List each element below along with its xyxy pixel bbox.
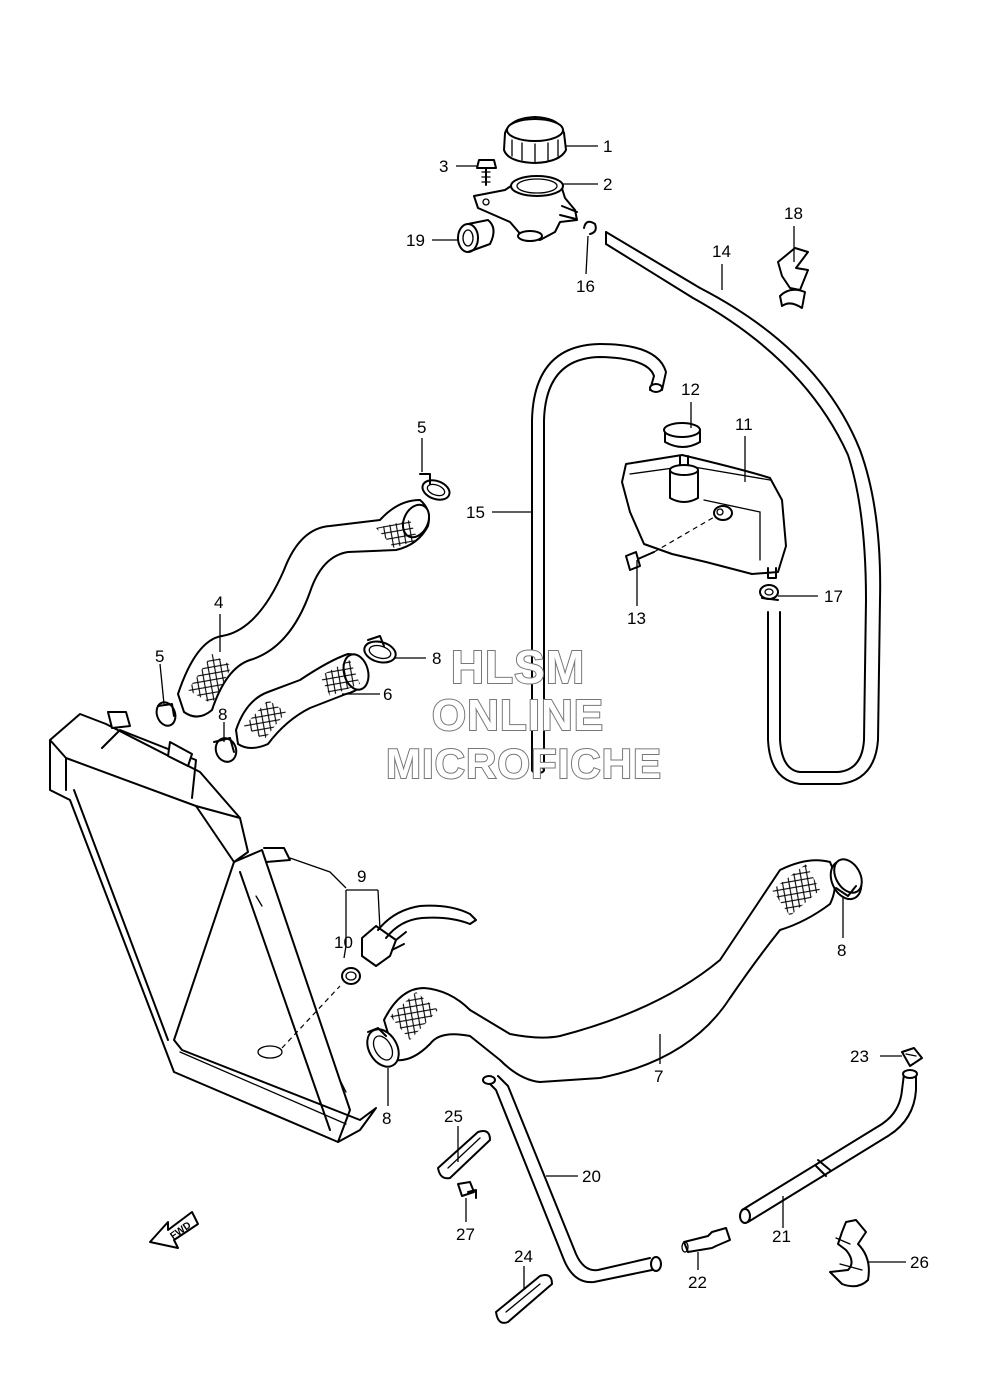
hose-20 bbox=[482, 1075, 662, 1284]
label-8-d: 8 bbox=[382, 1109, 391, 1128]
pipe-21 bbox=[739, 1069, 918, 1224]
label-12: 12 bbox=[681, 380, 700, 399]
label-16: 16 bbox=[576, 277, 595, 296]
connector-22 bbox=[681, 1227, 731, 1253]
label-23: 23 bbox=[850, 1047, 869, 1066]
clip-16 bbox=[583, 220, 597, 235]
label-18: 18 bbox=[784, 204, 803, 223]
label-8-a: 8 bbox=[432, 649, 441, 668]
thermo-switch bbox=[341, 904, 477, 985]
watermark: HLSM ONLINE MICROFICHE bbox=[385, 640, 662, 788]
label-15: 15 bbox=[466, 503, 485, 522]
bracket-25 bbox=[437, 1130, 491, 1180]
label-27: 27 bbox=[456, 1225, 475, 1244]
clamp-8-a bbox=[363, 635, 397, 664]
hose-4 bbox=[177, 499, 431, 718]
label-22: 22 bbox=[688, 1273, 707, 1292]
label-14: 14 bbox=[712, 242, 731, 261]
filler-neck bbox=[473, 175, 578, 242]
label-6: 6 bbox=[383, 685, 392, 704]
reservoir-tank bbox=[621, 454, 787, 579]
part-numbers: 1 2 3 19 16 14 18 12 11 15 5 4 5 8 6 8 1… bbox=[155, 137, 929, 1292]
clamp-18 bbox=[777, 247, 809, 309]
clamp-5-lower bbox=[155, 701, 177, 727]
reservoir-cap bbox=[663, 422, 701, 448]
label-8-b: 8 bbox=[218, 705, 227, 724]
clamp-17 bbox=[759, 584, 779, 601]
clamp-8-b bbox=[213, 737, 238, 763]
label-9: 9 bbox=[357, 867, 366, 886]
hose-15 bbox=[531, 343, 667, 774]
bolt-3 bbox=[476, 159, 497, 186]
label-13: 13 bbox=[627, 609, 646, 628]
clamp-26 bbox=[829, 1219, 870, 1288]
label-21: 21 bbox=[772, 1227, 791, 1246]
clamp-23 bbox=[901, 1047, 923, 1067]
label-3: 3 bbox=[439, 157, 448, 176]
clamp-5-upper bbox=[419, 473, 451, 501]
label-17: 17 bbox=[824, 587, 843, 606]
label-10: 10 bbox=[334, 933, 353, 952]
label-19: 19 bbox=[406, 231, 425, 250]
bolt-13 bbox=[625, 551, 655, 571]
bolt-13-dashline bbox=[653, 515, 717, 553]
label-24: 24 bbox=[514, 1247, 533, 1266]
label-20: 20 bbox=[582, 1167, 601, 1186]
label-5-lower: 5 bbox=[155, 647, 164, 666]
label-5-upper: 5 bbox=[417, 418, 426, 437]
fwd-arrow-icon: FWD bbox=[149, 1211, 199, 1249]
label-7: 7 bbox=[654, 1067, 663, 1086]
hose-14 bbox=[605, 231, 882, 785]
label-11: 11 bbox=[735, 415, 753, 434]
label-25: 25 bbox=[444, 1107, 463, 1126]
clamp-8-c bbox=[833, 858, 863, 897]
clamp-19 bbox=[457, 219, 495, 253]
watermark-line-3: MICROFICHE bbox=[386, 740, 662, 787]
label-2: 2 bbox=[603, 175, 612, 194]
label-26: 26 bbox=[910, 1253, 929, 1272]
radiator-cap bbox=[503, 116, 567, 164]
radiator bbox=[49, 711, 377, 1143]
hose-7 bbox=[383, 859, 863, 1083]
leader-lines bbox=[159, 145, 906, 1290]
bolt-27 bbox=[457, 1181, 477, 1199]
bracket-24 bbox=[495, 1274, 553, 1324]
watermark-line-2: ONLINE bbox=[432, 691, 604, 740]
label-8-c: 8 bbox=[837, 941, 846, 960]
clamp-8-d bbox=[366, 1027, 400, 1068]
watermark-line-1: HLSM bbox=[451, 641, 585, 693]
hose-6 bbox=[235, 653, 370, 749]
label-1: 1 bbox=[603, 137, 612, 156]
label-4: 4 bbox=[214, 593, 223, 612]
